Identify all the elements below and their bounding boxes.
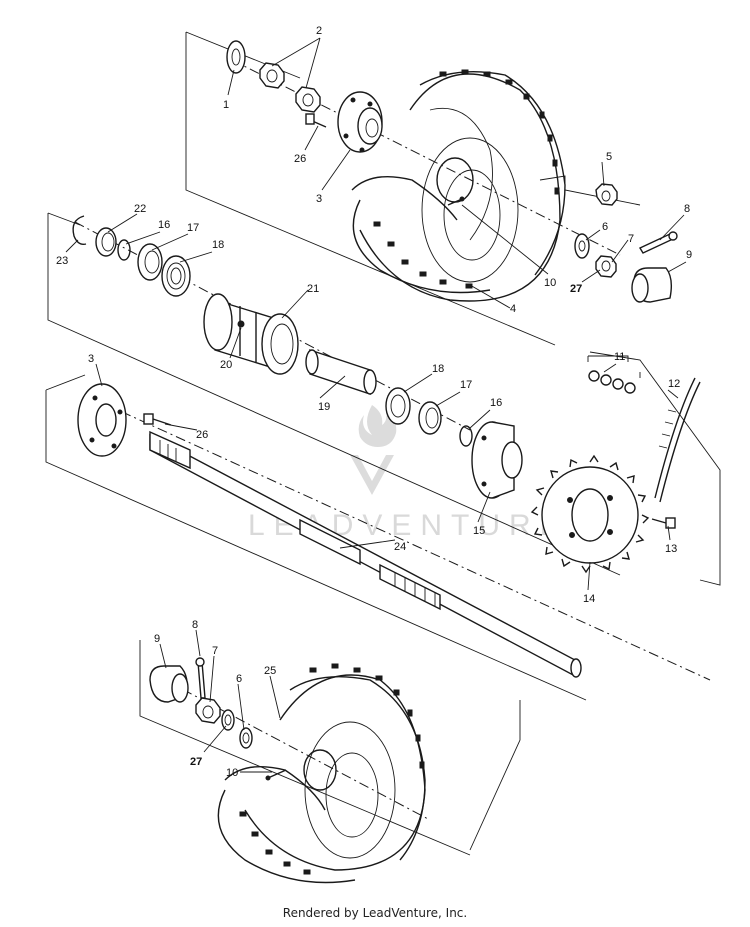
- callout-17-upper: 17: [187, 222, 199, 234]
- tire-4: [351, 69, 566, 302]
- callout-10-bottom: 10: [226, 767, 238, 779]
- cotter-pin-8-bottom: [195, 657, 206, 699]
- cap-9-bottom: [149, 665, 189, 703]
- callout-8-top: 8: [684, 203, 690, 215]
- seal-17b: [418, 401, 442, 435]
- callout-1: 1: [223, 99, 229, 111]
- callout-17-lower: 17: [460, 379, 472, 391]
- sprocket-14: [530, 454, 650, 574]
- tire-25: [217, 663, 426, 884]
- bearing-18a: [161, 255, 191, 297]
- sleeve-19: [305, 349, 377, 395]
- seal-17a: [137, 243, 163, 281]
- callout-21: 21: [307, 283, 319, 295]
- valve-10-bottom: [265, 769, 287, 781]
- castle-nut-7-bottom: [195, 697, 221, 724]
- fitting-20: [237, 320, 245, 328]
- nut-5: [595, 183, 618, 206]
- tire-4-treads: [373, 69, 560, 289]
- bottom-wheel-assembly: [149, 657, 426, 884]
- bearing-carrier-assembly: [72, 215, 473, 447]
- axle-assembly: [77, 355, 701, 678]
- callout-23: 23: [56, 255, 68, 267]
- callout-27-bottom: 27: [190, 756, 202, 768]
- callout-27-top: 27: [570, 283, 582, 295]
- hub-3-top: [337, 91, 383, 153]
- watermark-flame-icon: [358, 405, 397, 447]
- bearing-18b: [385, 387, 411, 425]
- callout-15: 15: [473, 525, 485, 537]
- callout-7-bottom: 7: [212, 645, 218, 657]
- callout-14: 14: [583, 593, 595, 605]
- washer-6-top: [574, 233, 590, 259]
- o-ring-16b: [459, 425, 473, 447]
- castle-nut-7-top: [595, 255, 617, 278]
- callout-8-bottom: 8: [192, 619, 198, 631]
- callout-10-top: 10: [544, 277, 556, 289]
- callout-19: 19: [318, 401, 330, 413]
- callout-6-bottom: 6: [236, 673, 242, 685]
- callout-labels: 1 2 26 3 5 6 7 8 9 27 10 4 22 16 17 18 2…: [56, 25, 692, 779]
- bolt-26-left: [143, 413, 172, 426]
- nut-set-11: [587, 355, 641, 394]
- callout-7-top: 7: [628, 233, 634, 245]
- washer-1: [226, 40, 246, 74]
- bolt-26-top: [305, 113, 327, 128]
- snap-ring-23: [72, 215, 87, 246]
- o-ring-16a: [117, 239, 131, 261]
- callout-2: 2: [316, 25, 322, 37]
- callout-18-lower: 18: [432, 363, 444, 375]
- callout-3-left: 3: [88, 353, 94, 365]
- callout-11: 11: [614, 351, 625, 363]
- valve-10-top: [447, 196, 465, 206]
- cap-9-top: [631, 267, 673, 303]
- top-wheel-assembly: [226, 40, 678, 303]
- carrier-21: [203, 293, 299, 375]
- callout-9-bottom: 9: [154, 633, 160, 645]
- watermark-v-icon: [350, 455, 394, 495]
- castle-nut-2b: [295, 86, 321, 113]
- callout-4: 4: [510, 303, 516, 315]
- callout-18-upper: 18: [212, 239, 224, 251]
- washer-6-bottom: [239, 727, 253, 749]
- callout-3-top: 3: [316, 193, 322, 205]
- hub-3-left: [77, 383, 127, 457]
- tire-25-treads: [239, 663, 425, 875]
- chain-12: [654, 377, 701, 503]
- callout-26-top: 26: [294, 153, 306, 165]
- castle-nut-2a: [259, 62, 285, 89]
- hub-15: [471, 421, 523, 499]
- axle-24: [149, 430, 582, 678]
- bolt-13: [651, 517, 676, 529]
- callout-22: 22: [134, 203, 146, 215]
- callout-9-top: 9: [686, 249, 692, 261]
- callout-13: 13: [665, 543, 677, 555]
- cotter-pin-8-top: [639, 231, 678, 254]
- leader-lines: [65, 37, 687, 773]
- callout-25: 25: [264, 665, 276, 677]
- callout-20: 20: [220, 359, 232, 371]
- callout-12: 12: [668, 378, 680, 390]
- callout-26-left: 26: [196, 429, 208, 441]
- callout-6-top: 6: [602, 221, 608, 233]
- seal-22: [95, 227, 117, 257]
- callout-16-upper: 16: [158, 219, 170, 231]
- callout-16-lower: 16: [490, 397, 502, 409]
- footer-credit: Rendered by LeadVenture, Inc.: [282, 906, 468, 920]
- callout-24: 24: [394, 541, 406, 553]
- washer-27-bottom: [221, 709, 235, 731]
- callout-5: 5: [606, 151, 612, 163]
